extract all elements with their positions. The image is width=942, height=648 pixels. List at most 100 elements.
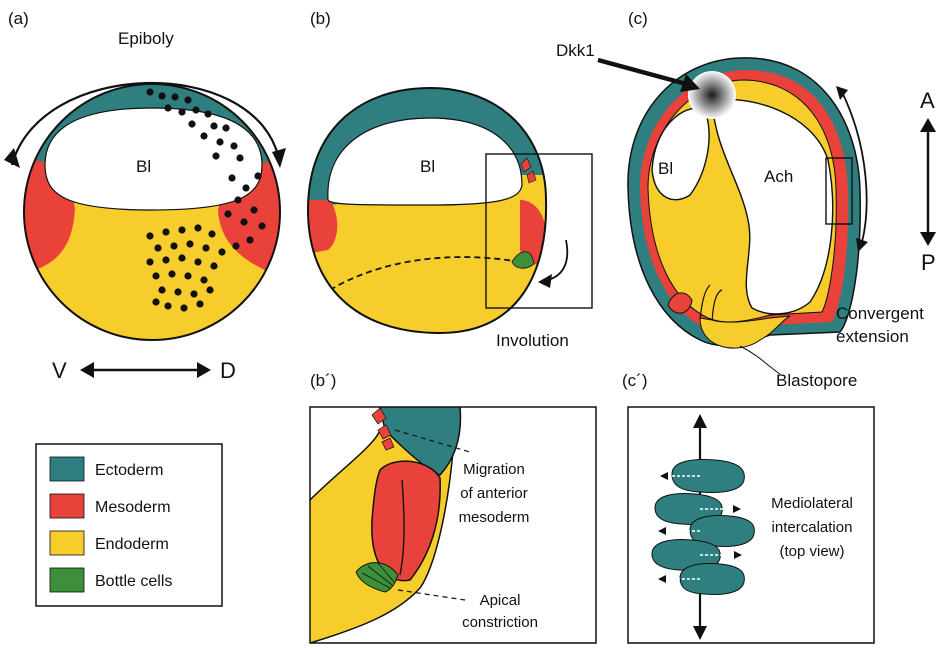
- cell-dot: [174, 288, 181, 295]
- dkk1-arrow-line: [598, 60, 690, 85]
- blastopore-label: Blastopore: [776, 371, 857, 390]
- cell-dot: [162, 228, 169, 235]
- cell-dot: [216, 138, 223, 145]
- cell-dot: [192, 106, 199, 113]
- blastocoel-b-label: Bl: [420, 157, 435, 176]
- cell-dot: [236, 154, 243, 161]
- blastopore-pointer-line: [740, 346, 780, 374]
- involution-arrow: [548, 240, 567, 280]
- legend-swatch-bottle-cells: [50, 568, 84, 592]
- cell-dot: [200, 132, 207, 139]
- cell-dot: [200, 276, 207, 283]
- axis-v-label: V: [52, 358, 67, 383]
- migration-label-3: mesoderm: [459, 509, 530, 526]
- panel-b-prime-label: (b´): [310, 371, 336, 390]
- mediolateral-label-2: intercalation: [772, 519, 853, 536]
- vd-arrowhead-left-icon: [80, 362, 94, 378]
- dkk1-label: Dkk1: [556, 41, 595, 60]
- epiboly-label: Epiboly: [118, 29, 174, 48]
- panel-c: (c) Dkk1 Bl Ach Convergent extension Bla…: [556, 9, 936, 390]
- legend-swatch-mesoderm: [50, 494, 84, 518]
- legend-swatch-endoderm: [50, 531, 84, 555]
- axis-p-label: P: [921, 250, 936, 275]
- blastocoel-a-label: Bl: [136, 157, 151, 176]
- epiboly-arrowhead-right-icon: [272, 148, 286, 168]
- cell-dot: [202, 244, 209, 251]
- panel-c-prime: (c´) Mediolateral intercalation (: [622, 371, 874, 643]
- cell-dot: [190, 290, 197, 297]
- apical-label-2: constriction: [462, 614, 538, 631]
- involution-label: Involution: [496, 331, 569, 350]
- archenteron-c-label: Ach: [764, 167, 793, 186]
- panel-a: (a) Epiboly Bl V D: [4, 9, 290, 383]
- cell-dot: [186, 240, 193, 247]
- migration-label-1: Migration: [463, 461, 525, 478]
- axis-a-label: A: [920, 88, 935, 113]
- panel-b-prime: (b´) Migration of anterior mesoderm Apic…: [310, 371, 596, 643]
- cell-dot: [224, 210, 231, 217]
- cell-dot: [194, 258, 201, 265]
- cell-dot: [204, 110, 211, 117]
- cell-dot: [164, 302, 171, 309]
- convergent-label-1: Convergent: [836, 304, 924, 323]
- panel-c-prime-label: (c´): [622, 371, 647, 390]
- cell-dot: [230, 142, 237, 149]
- cell-dot: [146, 232, 153, 239]
- cell-dot: [208, 230, 215, 237]
- cell-dot: [178, 108, 185, 115]
- convergent-arrowhead-bottom-icon: [856, 238, 868, 252]
- cell-dot: [168, 270, 175, 277]
- cell-dot: [152, 298, 159, 305]
- cell-dot: [258, 222, 265, 229]
- cell-dot: [146, 258, 153, 265]
- cell-dot: [154, 244, 161, 251]
- cell-dot: [246, 236, 253, 243]
- cell-dot: [184, 272, 191, 279]
- cell-dot: [171, 93, 178, 100]
- cell-dot: [212, 152, 219, 159]
- legend: Ectoderm Mesoderm Endoderm Bottle cells: [36, 444, 222, 606]
- convergent-label-2: extension: [836, 327, 909, 346]
- cell-dot: [178, 226, 185, 233]
- cell-dot: [210, 122, 217, 129]
- blastocoel-a: [45, 108, 262, 210]
- cell-dot: [158, 286, 165, 293]
- cell-dot: [210, 262, 217, 269]
- cell-dot: [232, 242, 239, 249]
- cell-dot: [146, 88, 153, 95]
- cell-dot: [234, 196, 241, 203]
- axis-d-label: D: [220, 358, 236, 383]
- cell-dot: [242, 184, 249, 191]
- cell-dot: [196, 300, 203, 307]
- cell-dot: [184, 96, 191, 103]
- involution-arrowhead-icon: [538, 274, 552, 288]
- blastocoel-c-label: Bl: [658, 159, 673, 178]
- legend-label-mesoderm: Mesoderm: [95, 499, 171, 516]
- cell-dot: [218, 248, 225, 255]
- legend-label-endoderm: Endoderm: [95, 536, 169, 553]
- panel-a-label: (a): [8, 9, 29, 28]
- ap-arrowhead-top-icon: [920, 118, 936, 132]
- cell-dot: [240, 218, 247, 225]
- panel-b-label: (b): [310, 9, 331, 28]
- cell-dot: [194, 224, 201, 231]
- apical-label-1: Apical: [480, 592, 521, 609]
- legend-label-ectoderm: Ectoderm: [95, 462, 163, 479]
- cell-dot: [152, 272, 159, 279]
- cell-dot: [254, 172, 261, 179]
- migration-label-2: of anterior: [460, 485, 528, 502]
- cell-dot: [222, 124, 229, 131]
- embryo-b: [300, 80, 560, 340]
- dkk1-source-icon: [688, 71, 736, 119]
- legend-label-bottle-cells: Bottle cells: [95, 573, 172, 590]
- mediolateral-label-3: (top view): [779, 543, 844, 560]
- convergent-arrowhead-top-icon: [836, 86, 848, 100]
- mediolateral-label-1: Mediolateral: [771, 495, 853, 512]
- cell-dot: [188, 120, 195, 127]
- cell-dot: [228, 174, 235, 181]
- legend-swatch-ectoderm: [50, 457, 84, 481]
- panel-b: (b) Bl Involution: [300, 9, 592, 350]
- panel-c-label: (c): [628, 9, 648, 28]
- cell-dot: [206, 286, 213, 293]
